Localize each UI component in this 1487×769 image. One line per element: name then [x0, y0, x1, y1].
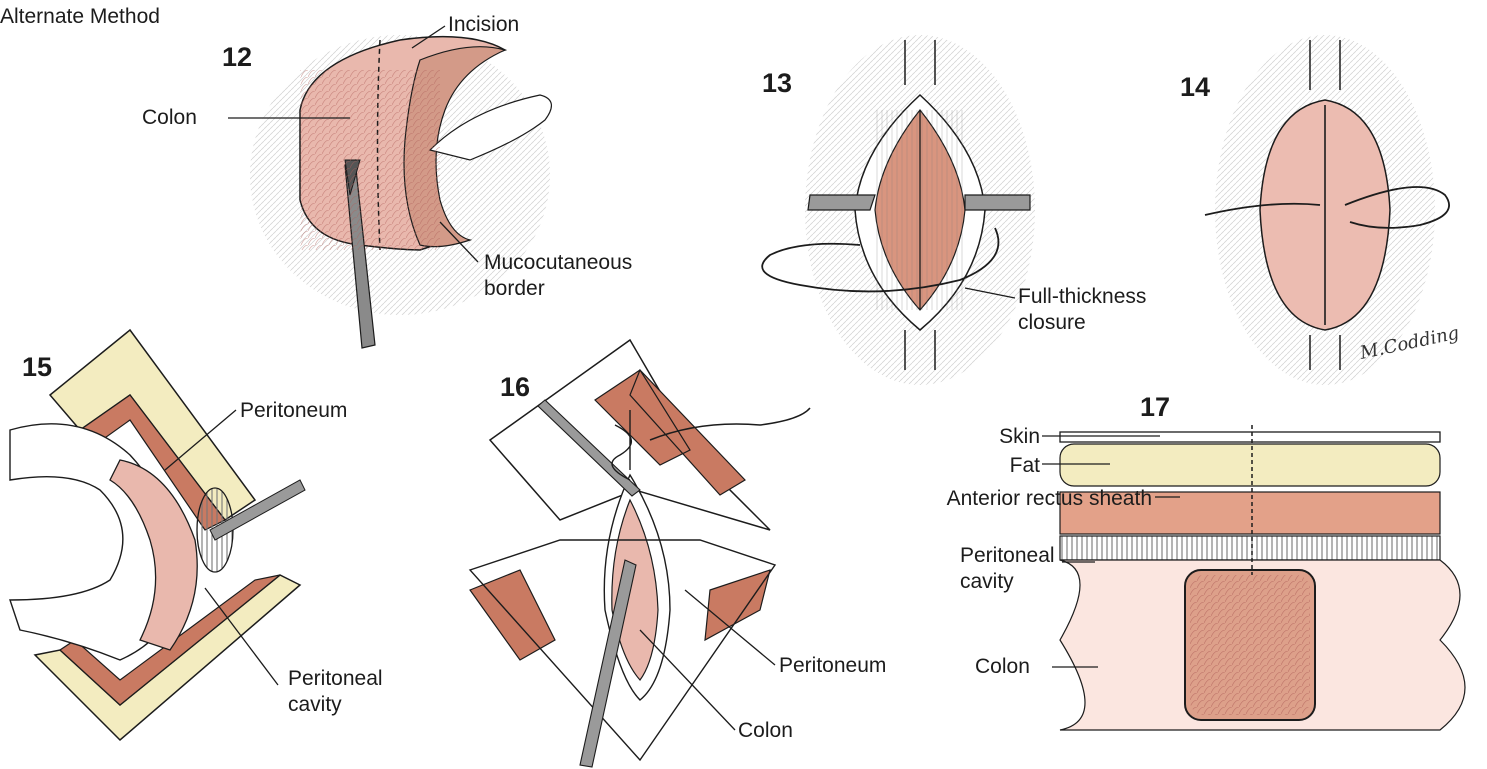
label-peritoneum-16: Peritoneum: [779, 653, 886, 679]
label-anterior-rectus-sheath: Anterior rectus sheath: [847, 486, 1152, 512]
panel-number-17: 17: [1140, 392, 1170, 422]
label-peritoneum-15: Peritoneum: [240, 398, 347, 424]
label-peritoneal-cavity-15: Peritoneal cavity: [288, 666, 418, 718]
panel-number-13: 13: [762, 68, 792, 98]
panel-15-drawing: [10, 330, 305, 740]
label-mucocutaneous-border: Mucocutaneous border: [484, 250, 654, 302]
panel-16-drawing: [470, 340, 810, 767]
label-skin: Skin: [990, 424, 1040, 450]
panel-number-16: 16: [500, 372, 530, 402]
panel-number-14: 14: [1180, 72, 1210, 102]
label-colon-16: Colon: [738, 718, 793, 744]
panel-number-12: 12: [222, 42, 252, 72]
panel-13-drawing: [762, 35, 1035, 385]
panel-number-15: 15: [22, 352, 52, 382]
label-full-thickness-closure: Full-thickness closure: [1018, 284, 1158, 336]
label-colon-12: Colon: [142, 105, 197, 131]
label-incision: Incision: [448, 12, 519, 38]
label-fat: Fat: [990, 453, 1040, 479]
label-colon-17: Colon: [975, 654, 1030, 680]
panel-17-drawing: [1060, 425, 1465, 730]
label-peritoneal-cavity-17: Peritoneal cavity: [960, 543, 1070, 595]
heading-alternate-method: Alternate Method: [0, 4, 214, 30]
